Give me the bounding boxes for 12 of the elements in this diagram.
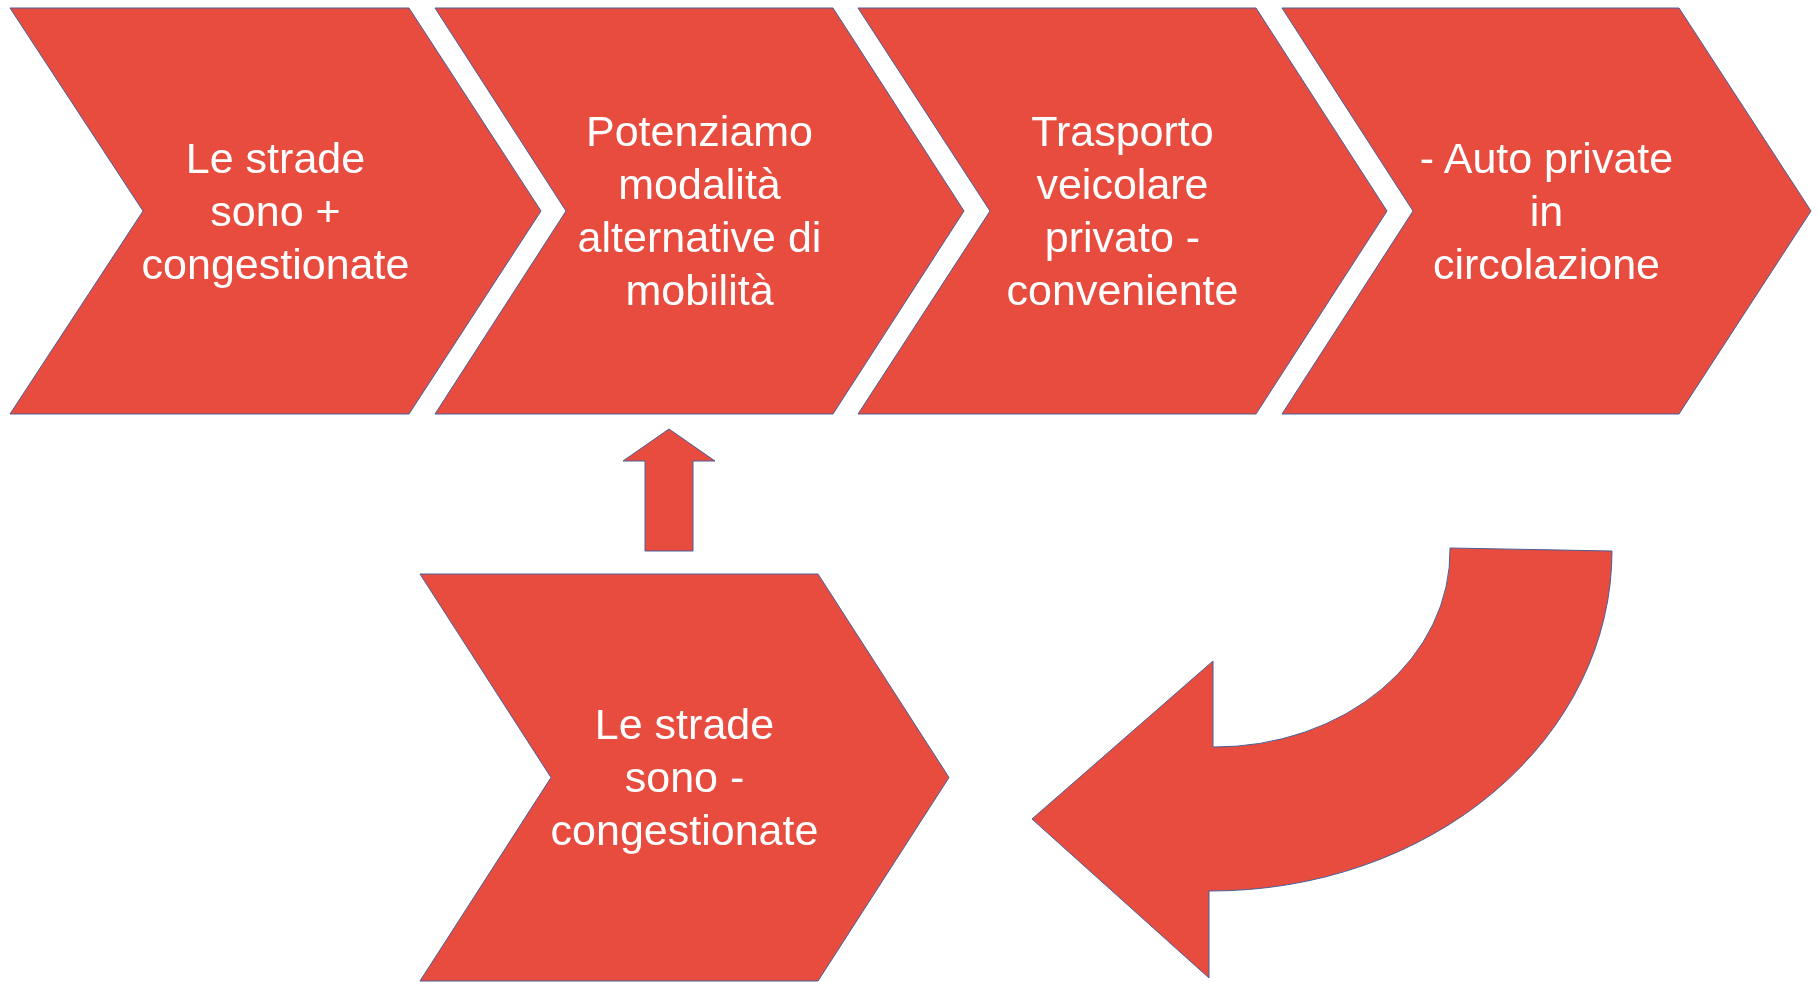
step-label: Trasporto veicolare privato - conveniente (1005, 106, 1240, 316)
step-label: - Auto private in circolazione (1418, 132, 1675, 290)
step-label: Le strade sono - congestionate (549, 699, 820, 856)
curved-arrow (1031, 547, 1613, 979)
chevron-shape (420, 574, 949, 981)
chevron-shape (1282, 8, 1811, 414)
step-label: Potenziamo modalità alternative di mobilità (576, 106, 823, 316)
step-label: Le strade sono + congestionate (140, 132, 411, 290)
block-arrow (622, 428, 716, 552)
chevron-shape (435, 8, 964, 414)
chevron-shape (10, 8, 541, 414)
chevron-shape (858, 8, 1387, 414)
